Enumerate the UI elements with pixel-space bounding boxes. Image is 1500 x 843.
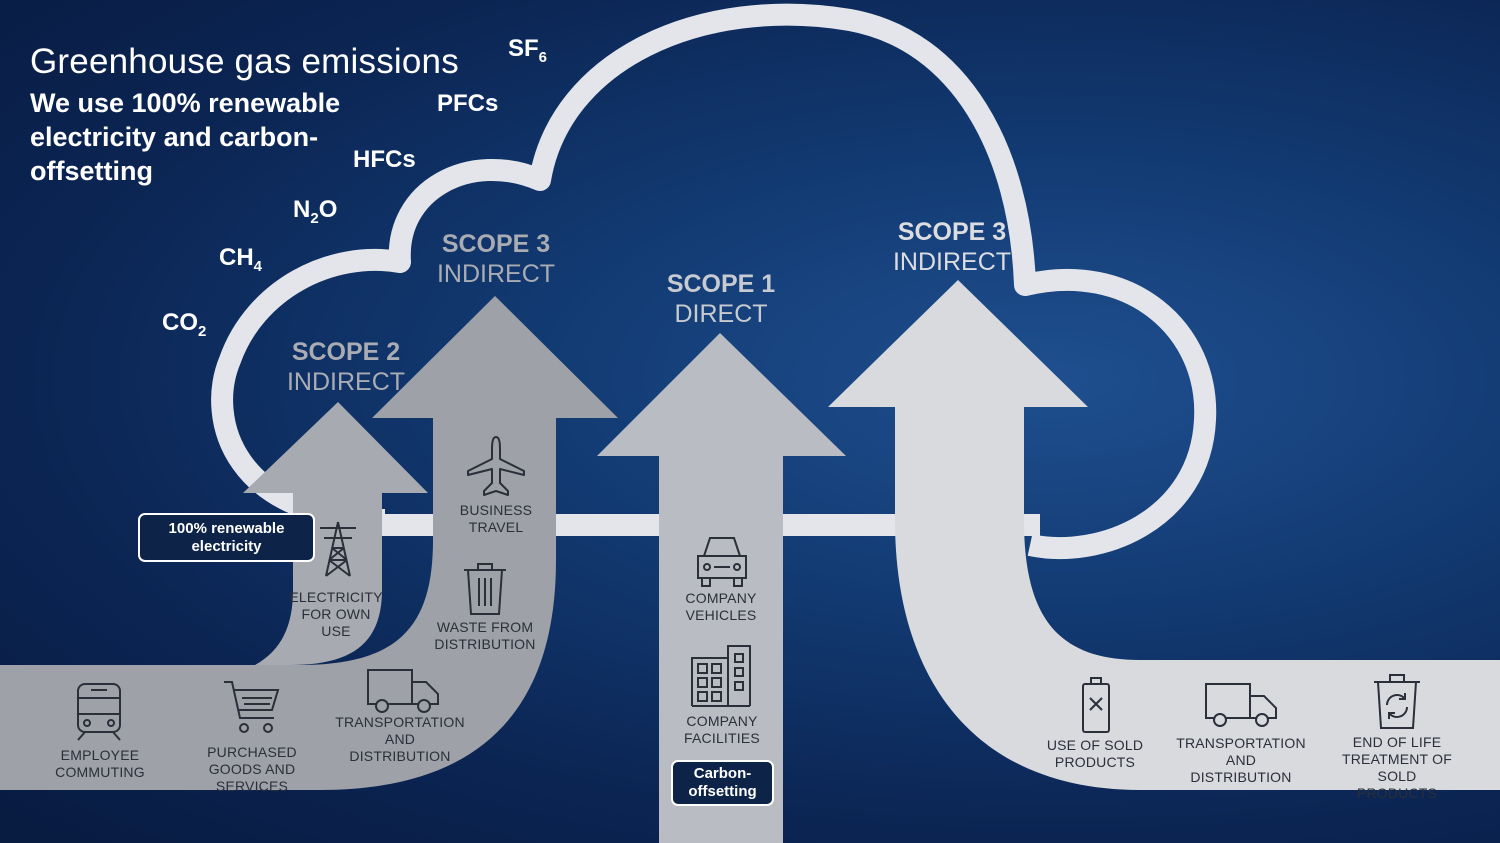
label-transport-upstream: TRANSPORTATION AND DISTRIBUTION	[335, 714, 465, 764]
gas-label-pfcs: PFCs	[437, 90, 499, 117]
label-company-vehicles: COMPANY VEHICLES	[685, 590, 757, 623]
scope3-upstream-heading: SCOPE 3 INDIRECT	[396, 229, 596, 289]
scope3-upstream-type: INDIRECT	[436, 260, 556, 288]
car-icon	[694, 534, 750, 588]
label-electricity: ELECTRICITY FOR OWN USE	[289, 589, 383, 639]
scope2-heading: SCOPE 2 INDIRECT	[246, 337, 446, 397]
scope1-type: DIRECT	[674, 300, 768, 328]
scope3-downstream-title: SCOPE 3	[897, 218, 1007, 246]
label-end-of-life: END OF LIFE TREATMENT OF SOLD PRODUCTS	[1342, 734, 1452, 801]
scope2-type: INDIRECT	[286, 368, 406, 396]
shopping-cart-icon	[222, 678, 282, 736]
truck-icon	[366, 668, 440, 714]
truck-icon	[1204, 682, 1278, 728]
train-icon	[73, 680, 125, 742]
scope3-downstream-type: INDIRECT	[892, 248, 1012, 276]
label-transport-downstream: TRANSPORTATION AND DISTRIBUTION	[1176, 735, 1306, 785]
scope2-title: SCOPE 2	[291, 338, 401, 366]
page-subtitle: We use 100% renewable electricity and ca…	[30, 88, 341, 186]
scope1-heading: SCOPE 1 DIRECT	[621, 269, 821, 329]
trash-bin-icon	[460, 560, 510, 616]
carbon-offsetting-badge: Carbon-offsetting	[671, 760, 774, 806]
cloud-outline	[211, 3, 1217, 560]
label-company-facilities: COMPANY FACILITIES	[684, 713, 760, 746]
airplane-icon	[466, 435, 526, 497]
page-title: Greenhouse gas emissions	[30, 42, 459, 81]
label-business-travel: BUSINESS TRAVEL	[459, 502, 533, 535]
recycle-bin-icon	[1372, 672, 1422, 730]
building-icon	[690, 644, 752, 708]
label-employee-commuting: EMPLOYEE COMMUTING	[55, 747, 145, 780]
gas-label-n2o: N2O	[293, 196, 338, 227]
renewable-electricity-badge: 100% renewable electricity	[138, 513, 315, 562]
label-waste: WASTE FROM DISTRIBUTION	[434, 619, 536, 652]
scope3-downstream-heading: SCOPE 3 INDIRECT	[852, 217, 1052, 277]
scope3-upstream-title: SCOPE 3	[441, 230, 551, 258]
gas-label-sf6: SF6	[508, 35, 548, 66]
label-purchased-goods: PURCHASED GOODS AND SERVICES	[207, 744, 297, 794]
battery-icon	[1080, 676, 1112, 734]
transmission-tower-icon	[318, 520, 358, 578]
gas-label-co2: CO2	[162, 309, 207, 340]
arrow-scope3-upstream	[0, 296, 618, 790]
arrow-scope3-downstream	[828, 280, 1500, 790]
arrow-scope1	[597, 333, 846, 843]
scope1-title: SCOPE 1	[666, 270, 776, 298]
gas-label-ch4: CH4	[219, 244, 263, 275]
label-use-of-sold-products: USE OF SOLD PRODUCTS	[1046, 737, 1144, 770]
gas-label-hfcs: HFCs	[353, 146, 416, 173]
